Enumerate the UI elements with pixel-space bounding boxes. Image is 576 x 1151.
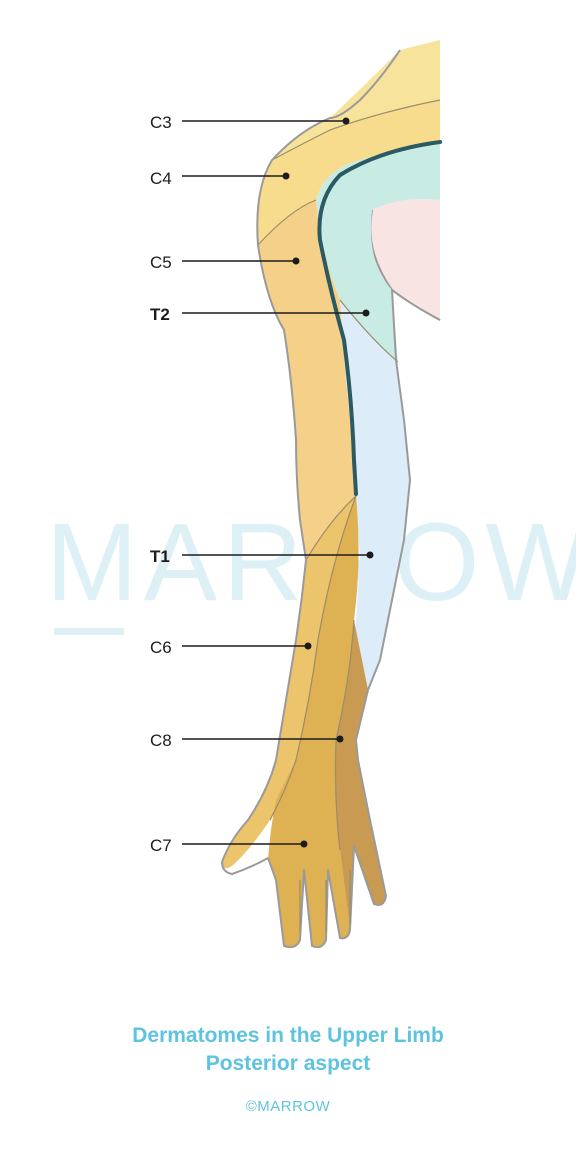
- limb-outline: [221, 49, 441, 949]
- marker-c3: [342, 117, 350, 125]
- label-t1-text: T1: [150, 547, 170, 566]
- label-c4-text: C4: [150, 169, 172, 188]
- label-c4: C4: [150, 169, 290, 188]
- caption-subtitle: Posterior aspect: [205, 1052, 371, 1075]
- marker-t2: [362, 309, 370, 317]
- c3-c4-boundary: [271, 99, 441, 161]
- c4-c5-boundary: [257, 199, 317, 246]
- c5-c6-boundary: [305, 495, 357, 561]
- c3-region: [272, 40, 440, 160]
- copyright-text: ©MARROW: [245, 1098, 331, 1115]
- marker-c5: [292, 257, 300, 265]
- watermark-underline: [54, 628, 124, 635]
- axial-line: [317, 140, 442, 496]
- c7-region: [268, 496, 359, 948]
- t2-t1-boundary: [339, 299, 399, 363]
- t2-region: [316, 140, 440, 362]
- label-t1: T1: [150, 547, 374, 566]
- label-c3: C3: [150, 113, 350, 132]
- label-c8: C8: [150, 731, 344, 750]
- c7-c8-boundary: [334, 619, 355, 851]
- marker-t1: [366, 551, 374, 559]
- label-c8-text: C8: [150, 731, 172, 750]
- marker-c8: [336, 735, 344, 743]
- marker-c6: [304, 642, 312, 650]
- label-c5-text: C5: [150, 253, 172, 272]
- c4-region: [257, 100, 440, 245]
- label-c7: C7: [150, 836, 308, 855]
- label-t2-text: T2: [150, 305, 170, 324]
- label-t2: T2: [150, 305, 370, 324]
- caption-title: Dermatomes in the Upper Limb: [132, 1024, 444, 1047]
- axilla-region: [370, 199, 440, 320]
- label-c6-text: C6: [150, 638, 172, 657]
- marker-c4: [282, 172, 290, 180]
- label-c5: C5: [150, 253, 300, 272]
- label-c6: C6: [150, 638, 312, 657]
- marker-c7: [300, 840, 308, 848]
- label-c7-text: C7: [150, 836, 172, 855]
- label-c3-text: C3: [150, 113, 172, 132]
